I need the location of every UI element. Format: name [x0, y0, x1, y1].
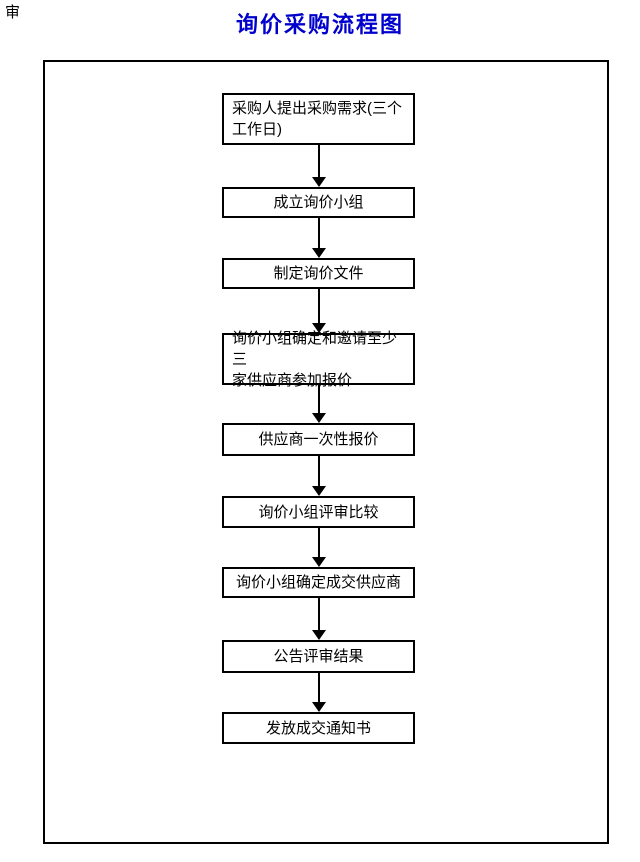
arrow-head-icon [311, 323, 326, 333]
down-arrow-5 [311, 456, 326, 496]
flow-step-6-group-review-compare: 询价小组评审比较 [222, 496, 415, 528]
review-watermark-char: 审 [5, 4, 21, 21]
arrow-shaft [317, 385, 320, 413]
arrow-shaft [317, 145, 320, 177]
flow-step-9-issue-award-notice: 发放成交通知书 [222, 712, 415, 744]
arrow-shaft [317, 289, 320, 323]
arrow-head-icon [311, 486, 326, 496]
arrow-shaft [317, 598, 320, 630]
arrow-head-icon [311, 702, 326, 712]
down-arrow-1 [311, 145, 326, 187]
down-arrow-6 [311, 528, 326, 567]
flow-step-4-invite-suppliers: 询价小组确定和邀请至少三 家供应商参加报价 [222, 330, 415, 389]
down-arrow-8 [311, 673, 326, 712]
flow-step-5-supplier-one-time-quote: 供应商一次性报价 [222, 423, 415, 456]
arrow-head-icon [311, 248, 326, 258]
arrow-shaft [317, 528, 320, 557]
flow-step-8-announce-review-results: 公告评审结果 [222, 640, 415, 673]
down-arrow-7 [311, 598, 326, 640]
arrow-head-icon [311, 630, 326, 640]
down-arrow-4 [311, 385, 326, 423]
flow-step-7-determine-winning-supplier: 询价小组确定成交供应商 [222, 567, 415, 598]
flow-step-3-prepare-inquiry-documents: 制定询价文件 [222, 258, 415, 289]
page-title: 询价采购流程图 [235, 12, 404, 37]
arrow-shaft [317, 673, 320, 702]
arrow-head-icon [311, 177, 326, 187]
flow-step-1-purchase-request: 采购人提出采购需求(三个 工作日) [222, 93, 415, 145]
arrow-shaft [317, 456, 320, 486]
arrow-head-icon [311, 413, 326, 423]
down-arrow-2 [311, 218, 326, 258]
arrow-head-icon [311, 557, 326, 567]
arrow-shaft [317, 218, 320, 248]
flow-step-2-form-inquiry-group: 成立询价小组 [222, 187, 415, 218]
down-arrow-3 [311, 289, 326, 333]
